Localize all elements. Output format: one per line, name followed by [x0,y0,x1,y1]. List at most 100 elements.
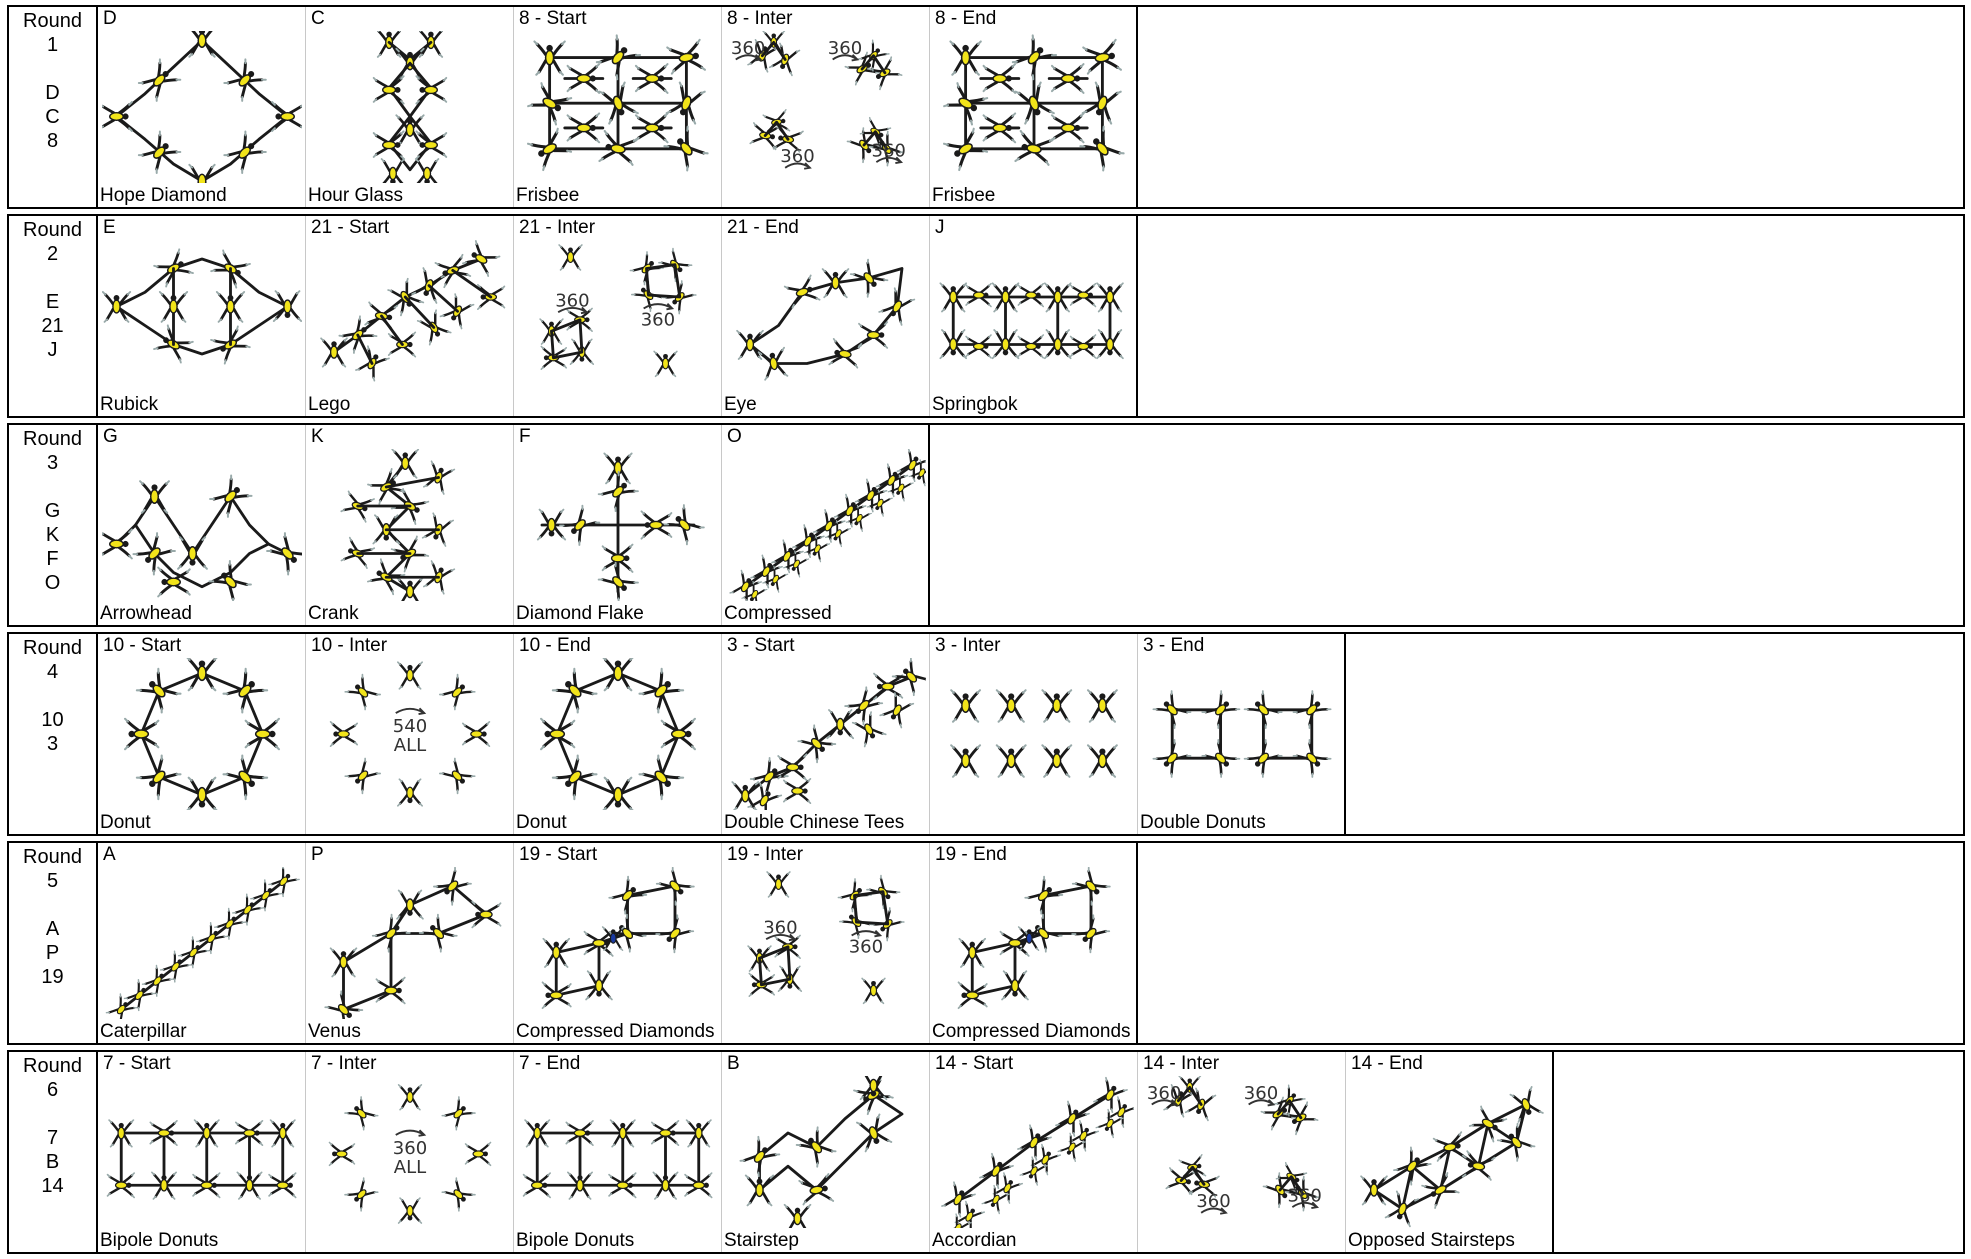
flyer-icon [1509,1086,1543,1121]
flyer-icon [209,475,252,518]
grip-link [1044,886,1092,934]
formation-id: 14 - Start [935,1053,1013,1075]
flyer-icon [178,937,209,969]
round-label: Round2E21J [9,216,98,416]
flyer-icon [398,662,422,689]
frisbee-formation [518,31,718,183]
flyer-icon [103,292,130,322]
rotation-label: 540 [393,716,427,737]
formation-name: Lego [308,394,350,416]
flyer-icon [778,754,806,780]
round-label-line: 3 [9,732,96,756]
flyer-icon [142,966,173,998]
round-label-line [9,1102,96,1126]
rotation-360-two-groups: 360360 [518,240,718,392]
flyer-icon [1088,745,1117,777]
formation-name: Double Donuts [1140,812,1266,834]
formation-cell: 21 - EndEye [722,216,930,416]
round-row: Round67B147 - StartBipole Donuts7 - Inte… [7,1050,1965,1254]
round-label: Round1DC8 [9,7,98,207]
hour-glass-formation [310,31,510,183]
rotation-360-four-groups: 360360360360 [726,31,926,183]
formation-id: 19 - End [935,844,1007,866]
formation-id: 10 - End [519,635,591,657]
round-label-line: A [9,917,96,941]
formation-name: Compressed Diamonds [932,1021,1131,1043]
formation-cell: 8 - Inter360360360360 [722,7,930,207]
flyer-icon [397,578,423,601]
formation-name: Frisbee [516,185,579,207]
round-label-line: G [9,499,96,523]
flyer-icon [463,722,490,746]
flyer-icon [222,754,267,799]
flyer-icon [274,291,301,321]
formation-name: Arrowhead [100,603,192,625]
flyer-icon [246,719,279,749]
flyer-icon [861,1076,887,1099]
flyer-icon [140,481,169,513]
flyer-icon [187,778,217,810]
round-label-line: 4 [9,660,96,684]
flyer-icon [603,778,633,810]
flyer-icon [102,102,132,131]
flyer-icon [105,994,136,1019]
round-label-line: O [9,571,96,595]
caterpillar-formation [102,867,302,1019]
formation-id: 19 - Start [519,844,597,866]
formation-cell: BStairstep [722,1052,930,1252]
grip-link [117,259,288,354]
formation-cell: FDiamond Flake [514,425,722,625]
formation-name: Donut [516,812,567,834]
donut-formation [102,658,302,810]
flyer-icon [439,757,475,793]
formation-name: Crank [308,603,359,625]
formation-id: D [103,8,117,30]
round-label-line: 3 [9,451,96,475]
formation-cell: 7 - EndBipole Donuts [514,1052,722,1252]
flyer-icon [750,758,788,796]
formation-id: F [519,426,531,448]
flyer-icon [638,754,683,799]
round-label: Round3GKFO [9,425,98,625]
round-label-line: 19 [9,965,96,989]
flyer-icon [472,902,500,928]
formation-cell: ERubick [98,216,306,416]
grip-link [750,269,902,364]
flyer-icon [1042,690,1071,722]
formation-name: Hope Diamond [100,185,227,207]
grip-link [1263,710,1311,758]
flyer-icon [466,1143,491,1166]
flyer-icon [1042,745,1071,777]
flyer-icon [1071,284,1096,307]
flyer-icon [1072,867,1110,905]
flyer-icon [850,259,888,297]
flyer-icon [603,658,633,690]
flyer-icon [966,284,991,307]
eight-flyers-grid [934,658,1134,810]
formation-cell: 14 - StartAccordian [930,1052,1138,1252]
opposed-stairsteps-formation [1350,1076,1550,1228]
lego-formation [310,240,510,392]
formation-cell: 3 - StartDouble Chinese Tees [722,634,930,834]
flyer-icon [1469,1105,1506,1142]
formation-id: K [311,426,324,448]
flyer-icon [638,669,683,714]
formation-name: Caterpillar [100,1021,187,1043]
flyer-icon [392,450,418,478]
formation-id: 8 - Start [519,8,587,30]
flyer-icon [416,76,446,103]
round-label-line: D [9,81,96,105]
flyer-icon [439,675,475,711]
flyer-icon [553,669,598,714]
round-label-line: Round [9,1054,96,1078]
formation-name: Double Chinese Tees [724,812,904,834]
flyer-icon [951,745,980,777]
formation-cell: 19 - EndCompressed Diamonds [930,843,1138,1043]
formation-id: 21 - Start [311,217,389,239]
flyer-icon [345,675,381,711]
flyer-icon [399,1198,422,1223]
rotation-label: 360 [641,310,675,331]
flyer-icon [178,537,207,569]
springbok-formation [934,240,1134,392]
